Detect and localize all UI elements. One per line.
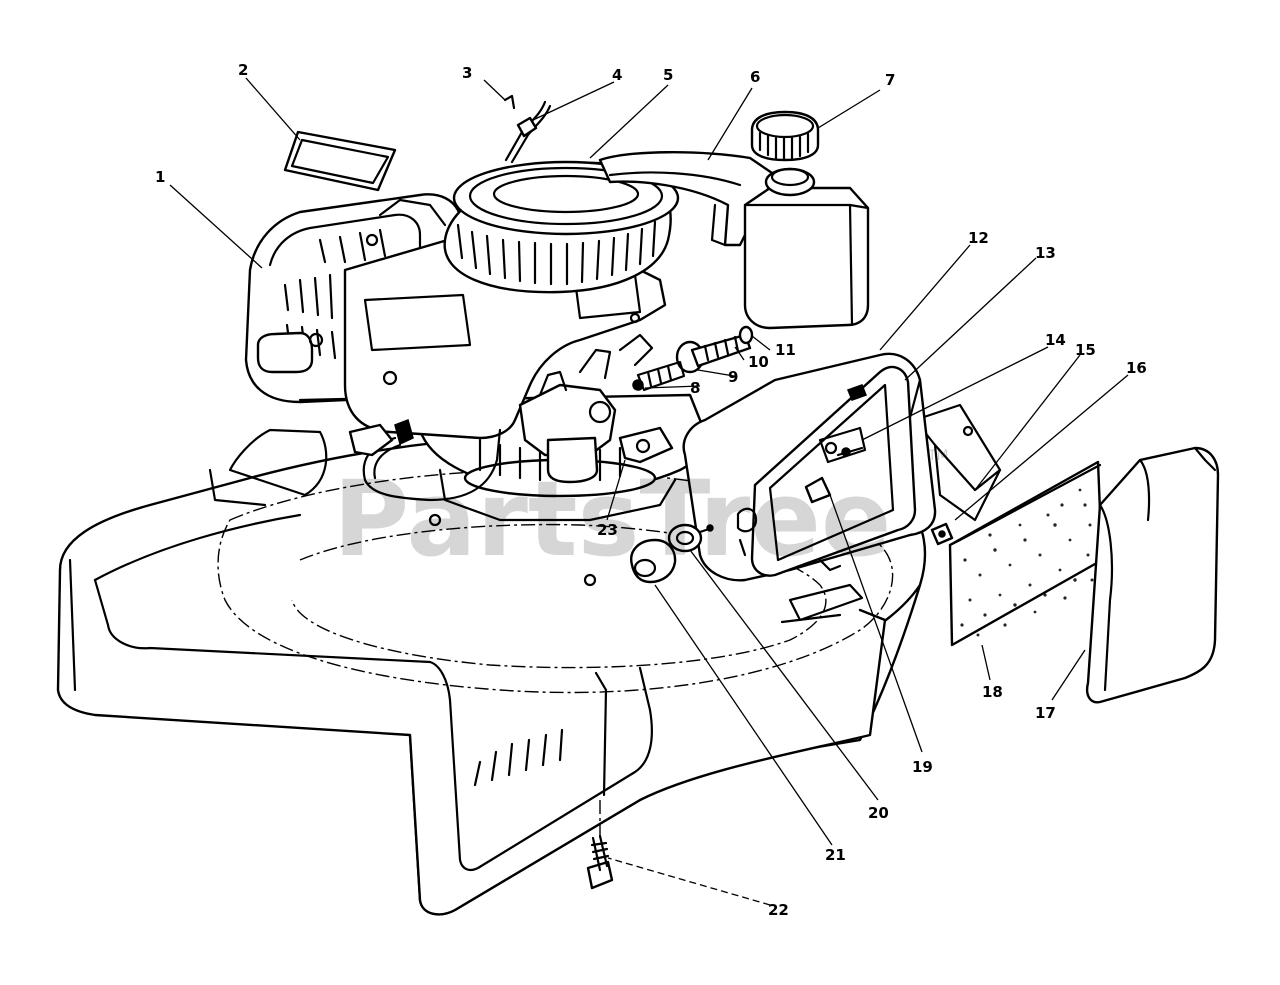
callout-18: 18 xyxy=(982,683,1003,701)
air-cleaner-cover-part-17 xyxy=(1086,446,1220,704)
callout-3: 3 xyxy=(462,64,472,82)
callout-17: 17 xyxy=(1035,704,1056,722)
nut-part-16 xyxy=(930,522,954,546)
throttle-cable-part-4 xyxy=(503,94,552,164)
fuel-tank xyxy=(743,167,870,330)
callout-23: 23 xyxy=(597,521,618,539)
callout-2: 2 xyxy=(238,61,248,79)
callout-7: 7 xyxy=(885,71,895,89)
carburetor xyxy=(518,333,654,484)
watermark-trademark: TM xyxy=(927,448,949,464)
air-cleaner-stud-assembly xyxy=(632,325,754,392)
callout-labels: 1 2 3 4 5 6 7 8 9 10 11 12 13 14 15 16 1… xyxy=(155,61,1147,919)
foam-filter-part-18 xyxy=(948,460,1104,647)
knob-part-21 xyxy=(630,538,677,584)
decal-plate-part-2 xyxy=(283,130,397,192)
callout-6: 6 xyxy=(750,68,760,86)
callout-12: 12 xyxy=(968,229,989,247)
bushing-part-20 xyxy=(667,523,714,553)
callout-1: 1 xyxy=(155,168,165,186)
gasket-part-23 xyxy=(618,426,674,464)
callout-4: 4 xyxy=(612,66,622,84)
screw-part-22 xyxy=(586,834,614,890)
leader-lines xyxy=(169,77,1129,906)
screw-part-14 xyxy=(836,446,864,457)
spark-plug-wire xyxy=(348,419,502,502)
callout-19: 19 xyxy=(912,758,933,776)
callout-20: 20 xyxy=(868,804,889,822)
callout-5: 5 xyxy=(663,66,673,84)
callout-8: 8 xyxy=(690,379,700,397)
watermark-text: PartsTree xyxy=(333,458,891,580)
callout-13: 13 xyxy=(1035,244,1056,262)
callout-10: 10 xyxy=(748,353,769,371)
callout-9: 9 xyxy=(728,368,738,386)
callout-21: 21 xyxy=(825,846,846,864)
callout-16: 16 xyxy=(1126,359,1147,377)
fuel-cap-part-7 xyxy=(750,110,820,162)
callout-15: 15 xyxy=(1075,341,1096,359)
callout-22: 22 xyxy=(768,901,789,919)
callout-11: 11 xyxy=(775,341,796,359)
callout-14: 14 xyxy=(1045,331,1066,349)
air-cleaner-base-part-12 xyxy=(682,352,937,582)
